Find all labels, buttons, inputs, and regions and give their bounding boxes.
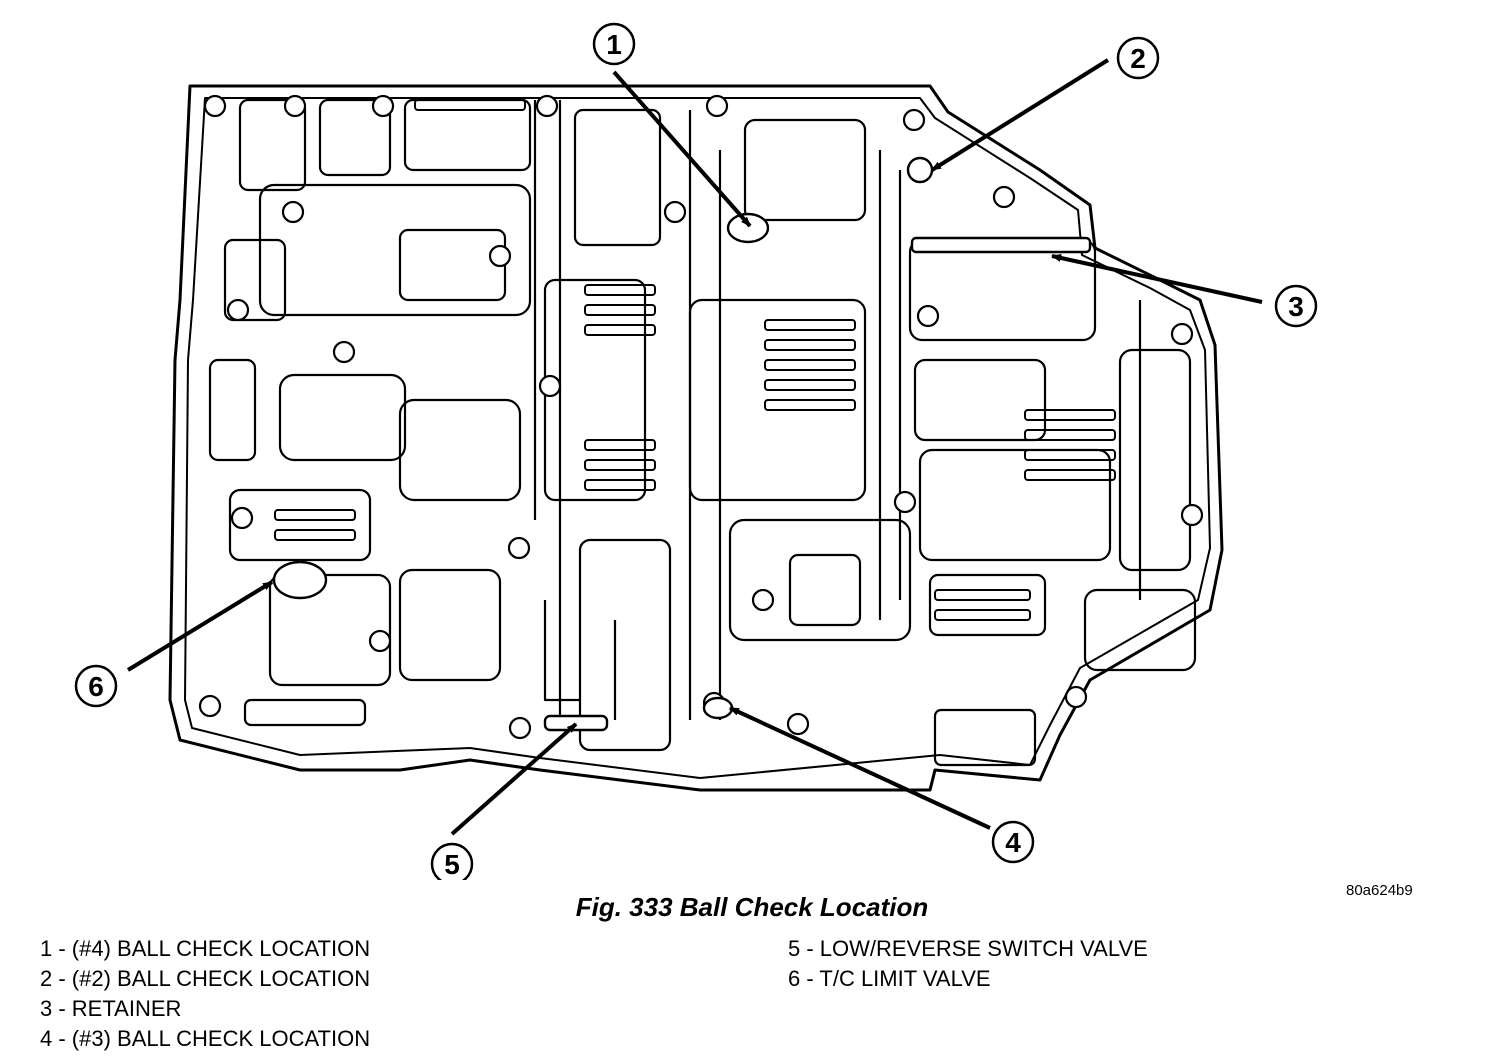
bolt-holes <box>198 94 1204 740</box>
callout-1: 1 <box>592 22 636 66</box>
figure-code: 80a624b9 <box>1346 882 1413 899</box>
callout-number: 4 <box>1005 827 1021 858</box>
leader-arrow-4 <box>729 706 991 830</box>
legend-item: 3 - RETAINER <box>40 996 182 1021</box>
callout-2: 2 <box>1116 36 1160 80</box>
valve-body-diagram: 1 2 3 4 5 6 <box>74 22 1318 880</box>
callout-3: 3 <box>1274 284 1318 328</box>
legend-item: 4 - (#3) BALL CHECK LOCATION <box>40 1026 371 1051</box>
callout-number: 5 <box>444 849 460 880</box>
legend-right-column: 5 - LOW/REVERSE SWITCH VALVE 6 - T/C LIM… <box>788 934 1148 994</box>
callout-number: 3 <box>1288 291 1304 322</box>
legend-item: 6 - T/C LIMIT VALVE <box>788 966 991 991</box>
legend-item: 1 - (#4) BALL CHECK LOCATION <box>40 936 371 961</box>
callout-number: 2 <box>1130 43 1146 74</box>
valve-body-outline <box>168 84 1224 792</box>
callout-6: 6 <box>74 664 118 708</box>
valve-body-slots <box>274 99 1116 621</box>
leader-arrow-2 <box>930 58 1110 172</box>
leader-arrow-3 <box>1051 254 1263 304</box>
callout-4: 4 <box>991 820 1035 864</box>
figure-caption: Fig. 333 Ball Check Location <box>575 892 929 922</box>
leader-arrow-6 <box>126 580 274 672</box>
leader-arrow-5 <box>450 722 578 836</box>
legend-left-column: 1 - (#4) BALL CHECK LOCATION 2 - (#2) BA… <box>40 934 370 1054</box>
valve-body-channels <box>208 98 1197 767</box>
ball-check-locations <box>272 156 1092 732</box>
callouts: 1 2 3 4 5 6 <box>74 22 1318 880</box>
leader-arrow-1 <box>612 70 752 228</box>
callout-number: 6 <box>88 671 104 702</box>
legend-item: 2 - (#2) BALL CHECK LOCATION <box>40 966 371 991</box>
callout-5: 5 <box>430 842 474 880</box>
callout-number: 1 <box>606 29 622 60</box>
legend-item: 5 - LOW/REVERSE SWITCH VALVE <box>788 936 1148 961</box>
leader-arrows <box>126 58 1263 836</box>
